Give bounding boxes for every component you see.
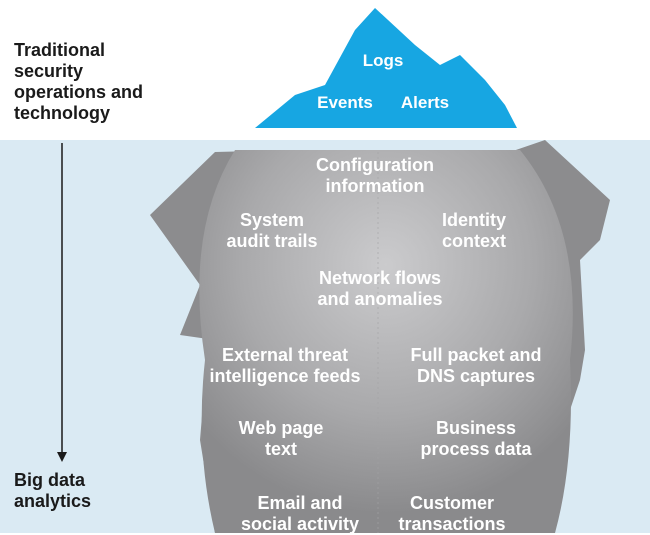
depth-arrow-head xyxy=(57,452,67,462)
traditional-security-label: Traditional security operations and tech… xyxy=(14,40,144,123)
identity-context-label: Identity context xyxy=(441,210,507,251)
customer-transactions-label: Customer transactions xyxy=(398,493,506,534)
system-audit-trails-label: System audit trails xyxy=(226,210,318,251)
events-label: Events xyxy=(317,93,373,112)
web-page-text-label: Web page text xyxy=(238,418,324,459)
logs-label: Logs xyxy=(362,51,404,70)
external-threat-label: External threat intelligence feeds xyxy=(209,345,361,386)
big-data-analytics-label: Big data analytics xyxy=(14,470,92,511)
full-packet-label: Full packet and DNS captures xyxy=(410,345,542,386)
alerts-label: Alerts xyxy=(400,93,450,112)
configuration-information-label: Configuration information xyxy=(316,155,434,196)
email-social-label: Email and social activity xyxy=(240,493,360,534)
iceberg-underwater-body xyxy=(199,150,573,533)
business-process-label: Business process data xyxy=(420,418,532,459)
network-flows-label: Network flows and anomalies xyxy=(317,268,443,309)
iceberg-tip xyxy=(255,8,517,128)
